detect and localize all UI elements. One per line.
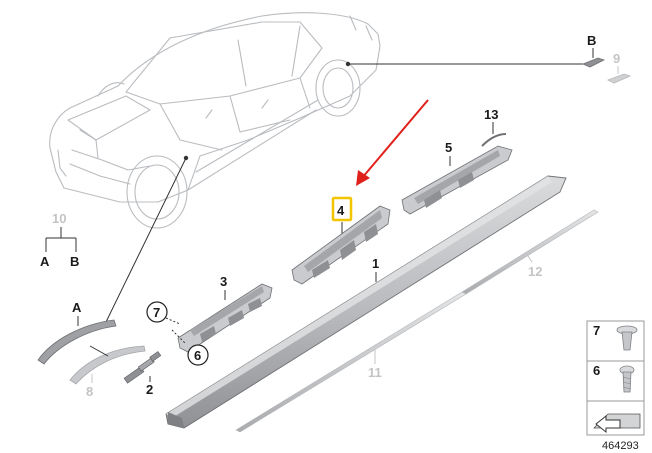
label-part-12: 12 (528, 264, 542, 279)
tree-lines (45, 227, 77, 252)
continue-arrow-icon (593, 413, 641, 434)
car-outline (49, 12, 381, 229)
label-part-2: 2 (146, 382, 153, 397)
part-b-clip (581, 57, 606, 68)
callout-circle-7 (146, 301, 168, 323)
legend-label-6: 6 (593, 363, 600, 378)
screw-icon (619, 365, 635, 393)
label-tree-b: B (70, 254, 79, 269)
part-3-bracket (177, 283, 273, 353)
part-5-bracket (401, 145, 513, 215)
reference-number: 464293 (602, 440, 639, 452)
legend-label-7: 7 (593, 323, 600, 338)
label-part-10: 10 (52, 211, 66, 226)
label-part-4: 4 (337, 203, 345, 218)
part-8-arch-trim (69, 345, 146, 385)
part-13-seal (481, 133, 507, 147)
label-part-11: 11 (368, 365, 382, 380)
legend-cell-7 (586, 320, 645, 362)
label-part-a: A (72, 300, 82, 315)
part-a-arch-trim (37, 319, 117, 365)
highlight-box-part-4 (331, 196, 353, 222)
fastener-legend: 7 6 (586, 320, 645, 436)
label-part-3: 3 (220, 274, 227, 289)
label-part-13: 13 (484, 107, 498, 122)
expanding-rivet-icon (616, 325, 638, 351)
label-tree-a: A (40, 254, 50, 269)
label-b-part: B (587, 33, 596, 48)
label-part-5: 5 (445, 140, 452, 155)
label-part-6: 6 (194, 348, 201, 363)
part-9-clip (607, 73, 632, 84)
part-4-bracket (291, 205, 391, 285)
red-arrow-icon (356, 99, 429, 186)
part-1-side-sill (165, 175, 567, 429)
legend-cell-6 (586, 360, 645, 402)
label-part-9: 9 (613, 51, 620, 66)
label-part-8: 8 (86, 384, 93, 399)
part-11-strip (235, 291, 467, 433)
part-2-clip (123, 351, 162, 384)
label-part-1: 1 (372, 256, 379, 271)
label-part-7: 7 (153, 305, 160, 320)
leader-line-a (105, 157, 187, 323)
callout-circle-6 (187, 344, 209, 366)
